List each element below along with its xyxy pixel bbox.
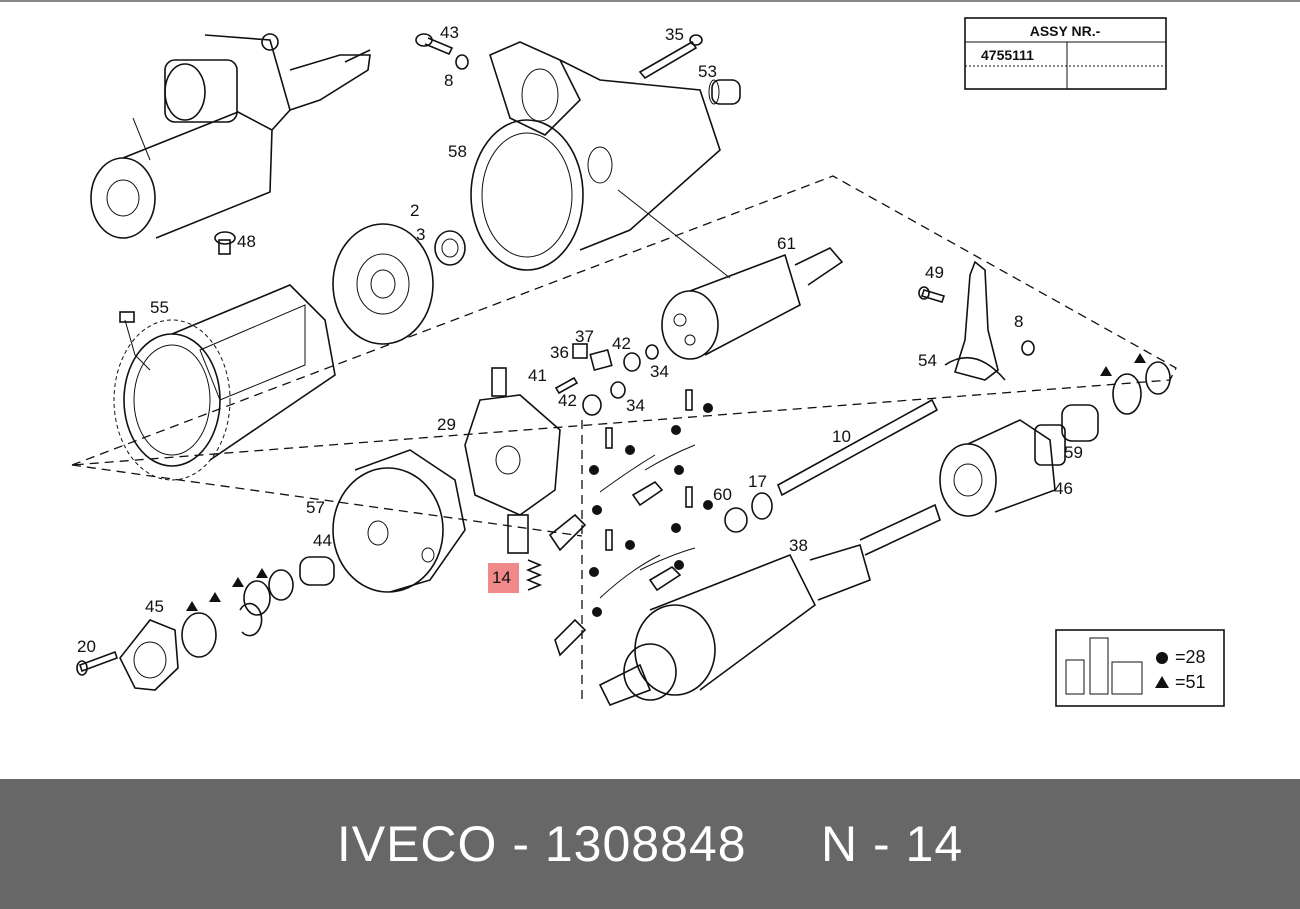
label-49: 49 bbox=[925, 263, 944, 282]
label-55: 55 bbox=[150, 298, 169, 317]
label-17: 17 bbox=[748, 472, 767, 491]
label-42-bottom: 42 bbox=[558, 391, 577, 410]
label-8-right: 8 bbox=[1014, 312, 1023, 331]
label-34-top: 34 bbox=[650, 362, 669, 381]
assy-table-header: ASSY NR.- bbox=[1030, 23, 1101, 39]
brush-plate-29-illustration bbox=[464, 367, 561, 554]
label-58: 58 bbox=[448, 142, 467, 161]
label-42-top: 42 bbox=[612, 334, 631, 353]
brushes-and-screws-illustration bbox=[548, 389, 713, 657]
highlight-part-14 bbox=[488, 563, 519, 593]
label-38: 38 bbox=[789, 536, 808, 555]
bolt-35-illustration bbox=[638, 34, 741, 105]
starter-motor-assembly-illustration bbox=[90, 33, 371, 239]
part-caption: IVECO - 1308848 N - 14 bbox=[336, 816, 964, 872]
label-10: 10 bbox=[832, 427, 851, 446]
label-59: 59 bbox=[1064, 443, 1083, 462]
cover-45-illustration bbox=[76, 619, 179, 691]
bolt-43-illustration bbox=[415, 33, 469, 70]
field-yoke-55-illustration bbox=[113, 284, 336, 481]
caption-brand: IVECO bbox=[336, 816, 498, 872]
bush-44-and-washers-illustration bbox=[181, 556, 335, 658]
grease-legend-box: =28 =51 bbox=[1055, 629, 1225, 707]
label-45: 45 bbox=[145, 597, 164, 616]
fork-lever-54-illustration bbox=[918, 260, 1035, 381]
pinion-drive-46-illustration bbox=[939, 353, 1171, 517]
label-60: 60 bbox=[713, 485, 732, 504]
label-2: 2 bbox=[410, 201, 419, 220]
assembly-boundary-upper bbox=[71, 175, 1177, 466]
label-37: 37 bbox=[575, 327, 594, 346]
drive-housing-58-illustration bbox=[470, 41, 721, 271]
assy-number: 4755111 bbox=[981, 47, 1034, 63]
dot-symbol bbox=[1156, 652, 1168, 664]
diagram-canvas: ASSY NR.- 4755111 bbox=[0, 0, 1300, 707]
label-44: 44 bbox=[313, 531, 332, 550]
solenoid-61-illustration bbox=[661, 247, 844, 360]
label-57: 57 bbox=[306, 498, 325, 517]
end-plate-2-illustration bbox=[332, 223, 466, 345]
label-41: 41 bbox=[528, 366, 547, 385]
label-36: 36 bbox=[550, 343, 569, 362]
label-34-bottom: 34 bbox=[626, 396, 645, 415]
leader-58-61 bbox=[617, 189, 731, 279]
label-46: 46 bbox=[1054, 479, 1073, 498]
legend-dot-value: =28 bbox=[1175, 647, 1206, 667]
end-cover-57-illustration bbox=[332, 449, 466, 593]
part-caption-bar: IVECO - 1308848 N - 14 bbox=[0, 779, 1300, 909]
label-20: 20 bbox=[77, 637, 96, 656]
label-48: 48 bbox=[237, 232, 256, 251]
label-29: 29 bbox=[437, 415, 456, 434]
label-43: 43 bbox=[440, 23, 459, 42]
armature-38-illustration bbox=[598, 503, 941, 707]
label-8-top: 8 bbox=[444, 71, 453, 90]
assembly-boundary-lower bbox=[71, 464, 583, 537]
triangle-symbol bbox=[1155, 676, 1169, 688]
part-labels: 43 8 35 53 58 48 2 3 61 55 49 8 54 37 36… bbox=[77, 23, 1083, 656]
legend-triangle-value: =51 bbox=[1175, 672, 1206, 692]
label-61: 61 bbox=[777, 234, 796, 253]
brush-spring-14-illustration bbox=[525, 559, 543, 591]
caption-part-number: 1308848 bbox=[544, 816, 747, 872]
parts-diagram: ASSY NR.- 4755111 bbox=[0, 0, 1300, 707]
brush-hardware-illustration bbox=[554, 343, 659, 416]
label-53: 53 bbox=[698, 62, 717, 81]
label-35: 35 bbox=[665, 25, 684, 44]
shaft-10-illustration bbox=[724, 398, 939, 533]
label-14: 14 bbox=[492, 568, 511, 587]
label-54: 54 bbox=[918, 351, 937, 370]
label-3: 3 bbox=[416, 225, 425, 244]
assy-table: ASSY NR.- 4755111 bbox=[964, 17, 1167, 90]
screw-48-illustration bbox=[214, 231, 236, 255]
caption-position: N - 14 bbox=[820, 816, 964, 872]
